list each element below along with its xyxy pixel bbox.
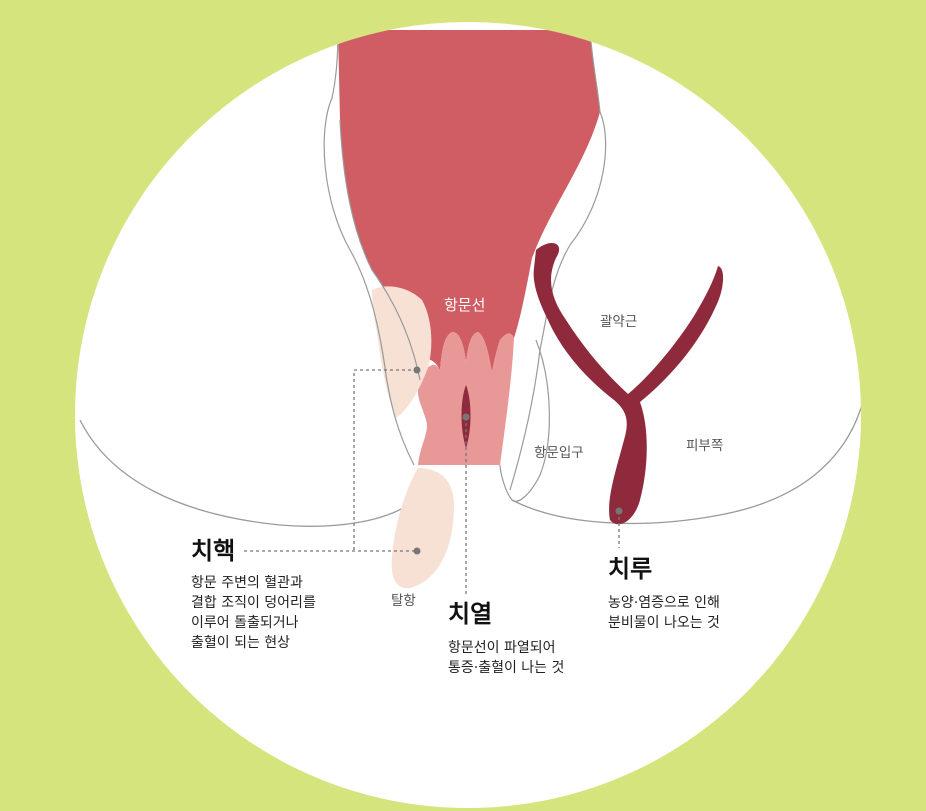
anal-opening-outline xyxy=(499,339,550,502)
anal-opening-label: 항문입구 xyxy=(534,445,584,461)
hemorrhoid-desc-line: 항문 주변의 혈관과 xyxy=(191,575,303,591)
hemorrhoid-description: 항문 주변의 혈관과 결합 조직이 덩어리를 이루어 돌출되거나 출혈이 되는 … xyxy=(191,573,316,653)
internal-hemorrhoid xyxy=(372,286,432,418)
hemorrhoid-leader xyxy=(244,369,417,552)
fistula-desc-line: 농양·염증으로 인해 xyxy=(608,595,720,611)
hemorrhoid-desc-line: 이루어 돌출되거나 xyxy=(191,615,299,631)
fistula-title: 치루 xyxy=(608,555,653,583)
fissure-description: 항문선이 파열되어 통증·출혈이 나는 것 xyxy=(448,638,564,678)
fistula-description: 농양·염증으로 인해 분비물이 나오는 것 xyxy=(608,593,720,633)
sphincter-label: 괄약근 xyxy=(600,314,638,330)
hemorrhoid-marker-lower xyxy=(413,547,421,555)
fissure-desc-line: 항문선이 파열되어 xyxy=(448,640,556,656)
hemorrhoid-desc-line: 결합 조직이 덩어리를 xyxy=(191,595,316,611)
hemorrhoid-desc-line: 출혈이 되는 현상 xyxy=(191,635,291,651)
fissure-title: 치열 xyxy=(448,600,493,628)
right-outer-wall xyxy=(509,29,607,491)
right-buttock-contour xyxy=(511,404,861,525)
fistula-tract xyxy=(533,243,724,525)
left-buttock-contour xyxy=(79,419,409,527)
fistula-desc-line: 분비물이 나오는 것 xyxy=(608,615,720,631)
anal-gland-label: 항문선 xyxy=(444,296,486,314)
fissure-desc-line: 통증·출혈이 나는 것 xyxy=(448,660,565,676)
skin-side-label: 피부쪽 xyxy=(686,438,724,454)
prolapse-label: 탈항 xyxy=(391,593,416,609)
left-outer-wall xyxy=(323,29,415,466)
hemorrhoid-marker-upper xyxy=(413,366,421,374)
fissure-marker xyxy=(462,413,470,421)
prolapsed-hemorrhoid xyxy=(391,468,454,589)
fistula-marker xyxy=(615,507,623,515)
hemorrhoid-title: 치핵 xyxy=(191,537,236,565)
left-inner-wall xyxy=(339,119,421,381)
